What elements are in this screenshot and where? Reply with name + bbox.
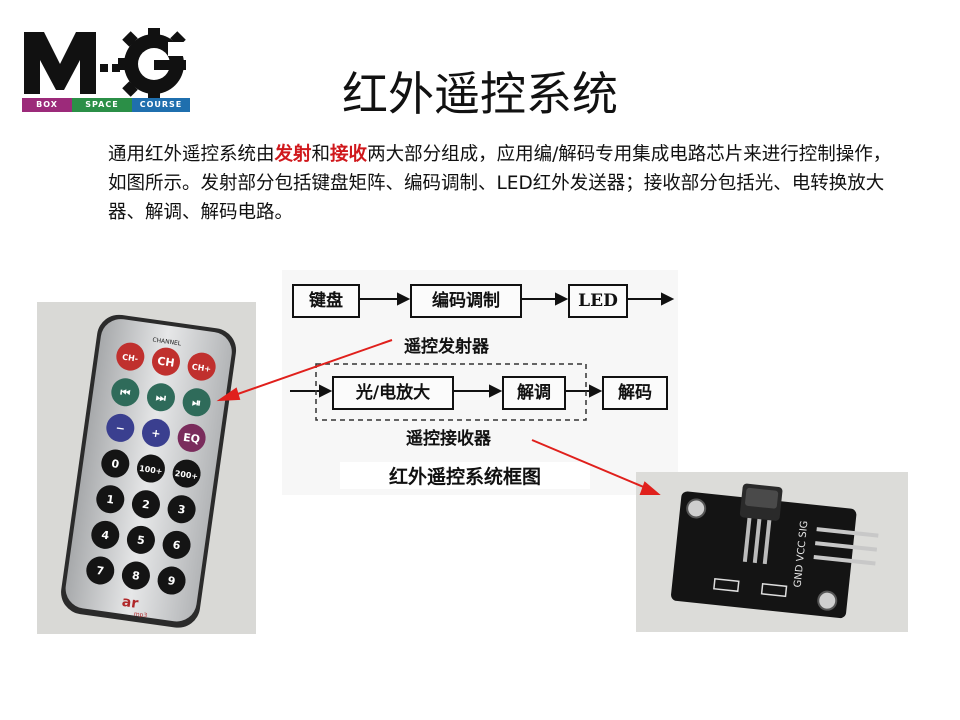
mg-logo-mark [24, 28, 186, 100]
remote-key-label: 3 [177, 503, 186, 517]
remote-key-label: ⏭ [155, 391, 167, 405]
intro-text-2: 和 [311, 144, 331, 165]
box-led: LED [568, 284, 628, 318]
remote-key-0-1 [151, 347, 180, 376]
remote-key-label: − [115, 421, 126, 435]
block-diagram: 键盘 编码调制 LED 遥控发射器 光/电放大 解调 解码 遥控接收器 红外遥控… [282, 270, 678, 495]
remote-key-3-1 [136, 454, 165, 483]
remote-key-2-1 [141, 418, 170, 447]
remote-key-label: CH+ [191, 362, 211, 374]
intro-paragraph: 通用红外遥控系统由发射和接收两大部分组成，应用编/解码专用集成电路芯片来进行控制… [108, 140, 908, 227]
remote-key-3-2 [172, 459, 201, 488]
remote-key-6-2 [157, 566, 186, 595]
remote-key-label: ⏯ [191, 396, 202, 410]
remote-key-4-0 [96, 485, 125, 514]
remote-key-label: 2 [141, 498, 150, 512]
remote-key-label: 5 [136, 533, 145, 547]
remote-key-4-2 [167, 495, 196, 524]
remote-control-photo: CHANNEL CH- CH CH+ ⏮ ⏭ ⏯ − + EQ 0 100+ 200+ 1 2 3 4 5 6 7 8 9… [37, 302, 256, 634]
box-demodulate: 解调 [502, 376, 566, 410]
ir-module-image: GND VCC SIG [671, 483, 879, 619]
logo-bar-box: BOX [22, 98, 72, 112]
remote-key-label: EQ [182, 431, 201, 446]
remote-key-2-0 [106, 413, 135, 442]
ir-receiver-module-photo: GND VCC SIG [636, 472, 908, 632]
remote-key-1-0 [111, 378, 140, 407]
diagram-caption: 红外遥控系统框图 [340, 462, 590, 489]
remote-key-label: 0 [111, 457, 121, 471]
remote-key-label: CH- [122, 353, 139, 364]
label-receiver: 遥控接收器 [406, 429, 491, 449]
diagram-arrows [290, 292, 675, 421]
remote-key-1-1 [146, 383, 175, 412]
remote-key-label: ⏮ [119, 386, 131, 400]
remote-key-1-2 [182, 388, 211, 417]
remote-key-0-0 [116, 342, 145, 371]
remote-key-2-2 [177, 423, 206, 452]
remote-key-5-0 [91, 520, 120, 549]
remote-brand-sub: mp3 [133, 611, 147, 620]
remote-key-6-0 [86, 556, 115, 585]
remote-key-label: 7 [96, 564, 105, 578]
remote-channel-label: CHANNEL [152, 337, 182, 348]
remote-key-label: 9 [167, 574, 176, 588]
remote-key-4-1 [131, 490, 160, 519]
intro-text-3: 两大部分组成，应用编/解码专用集成电路芯片来进行控制操作，如图所示。发射部分包括… [108, 144, 892, 223]
remote-key-3-0 [101, 449, 130, 478]
mg-logo: BOX SPACE COURSE [22, 24, 192, 114]
remote-control-image: CHANNEL CH- CH CH+ ⏮ ⏭ ⏯ − + EQ 0 100+ 200+ 1 2 3 4 5 6 7 8 9… [61, 314, 237, 628]
remote-key-label: CH [156, 354, 175, 369]
remote-key-label: 8 [131, 569, 140, 583]
logo-bar: BOX SPACE COURSE [22, 98, 190, 112]
logo-bar-space: SPACE [72, 98, 132, 112]
remote-key-label: 100+ [139, 464, 163, 476]
logo-bar-course: COURSE [132, 98, 190, 112]
slide-title: 红外遥控系统 [342, 67, 618, 121]
remote-key-label: 4 [101, 528, 111, 542]
remote-key-6-1 [121, 561, 150, 590]
remote-brand: ar [121, 594, 140, 612]
remote-key-label: + [150, 426, 161, 440]
box-encode-modulate: 编码调制 [410, 284, 522, 318]
remote-key-label: 200+ [174, 469, 198, 481]
remote-key-5-1 [126, 525, 155, 554]
box-decode: 解码 [602, 376, 668, 410]
intro-text-1: 通用红外遥控系统由 [108, 144, 275, 165]
highlight-transmit: 发射 [274, 144, 312, 165]
remote-key-5-2 [162, 530, 191, 559]
label-transmitter: 遥控发射器 [404, 337, 489, 357]
remote-key-0-2 [187, 352, 216, 381]
remote-key-label: 1 [106, 493, 115, 507]
highlight-receive: 接收 [330, 144, 368, 165]
remote-key-label: 6 [172, 538, 182, 552]
box-keypad: 键盘 [292, 284, 360, 318]
